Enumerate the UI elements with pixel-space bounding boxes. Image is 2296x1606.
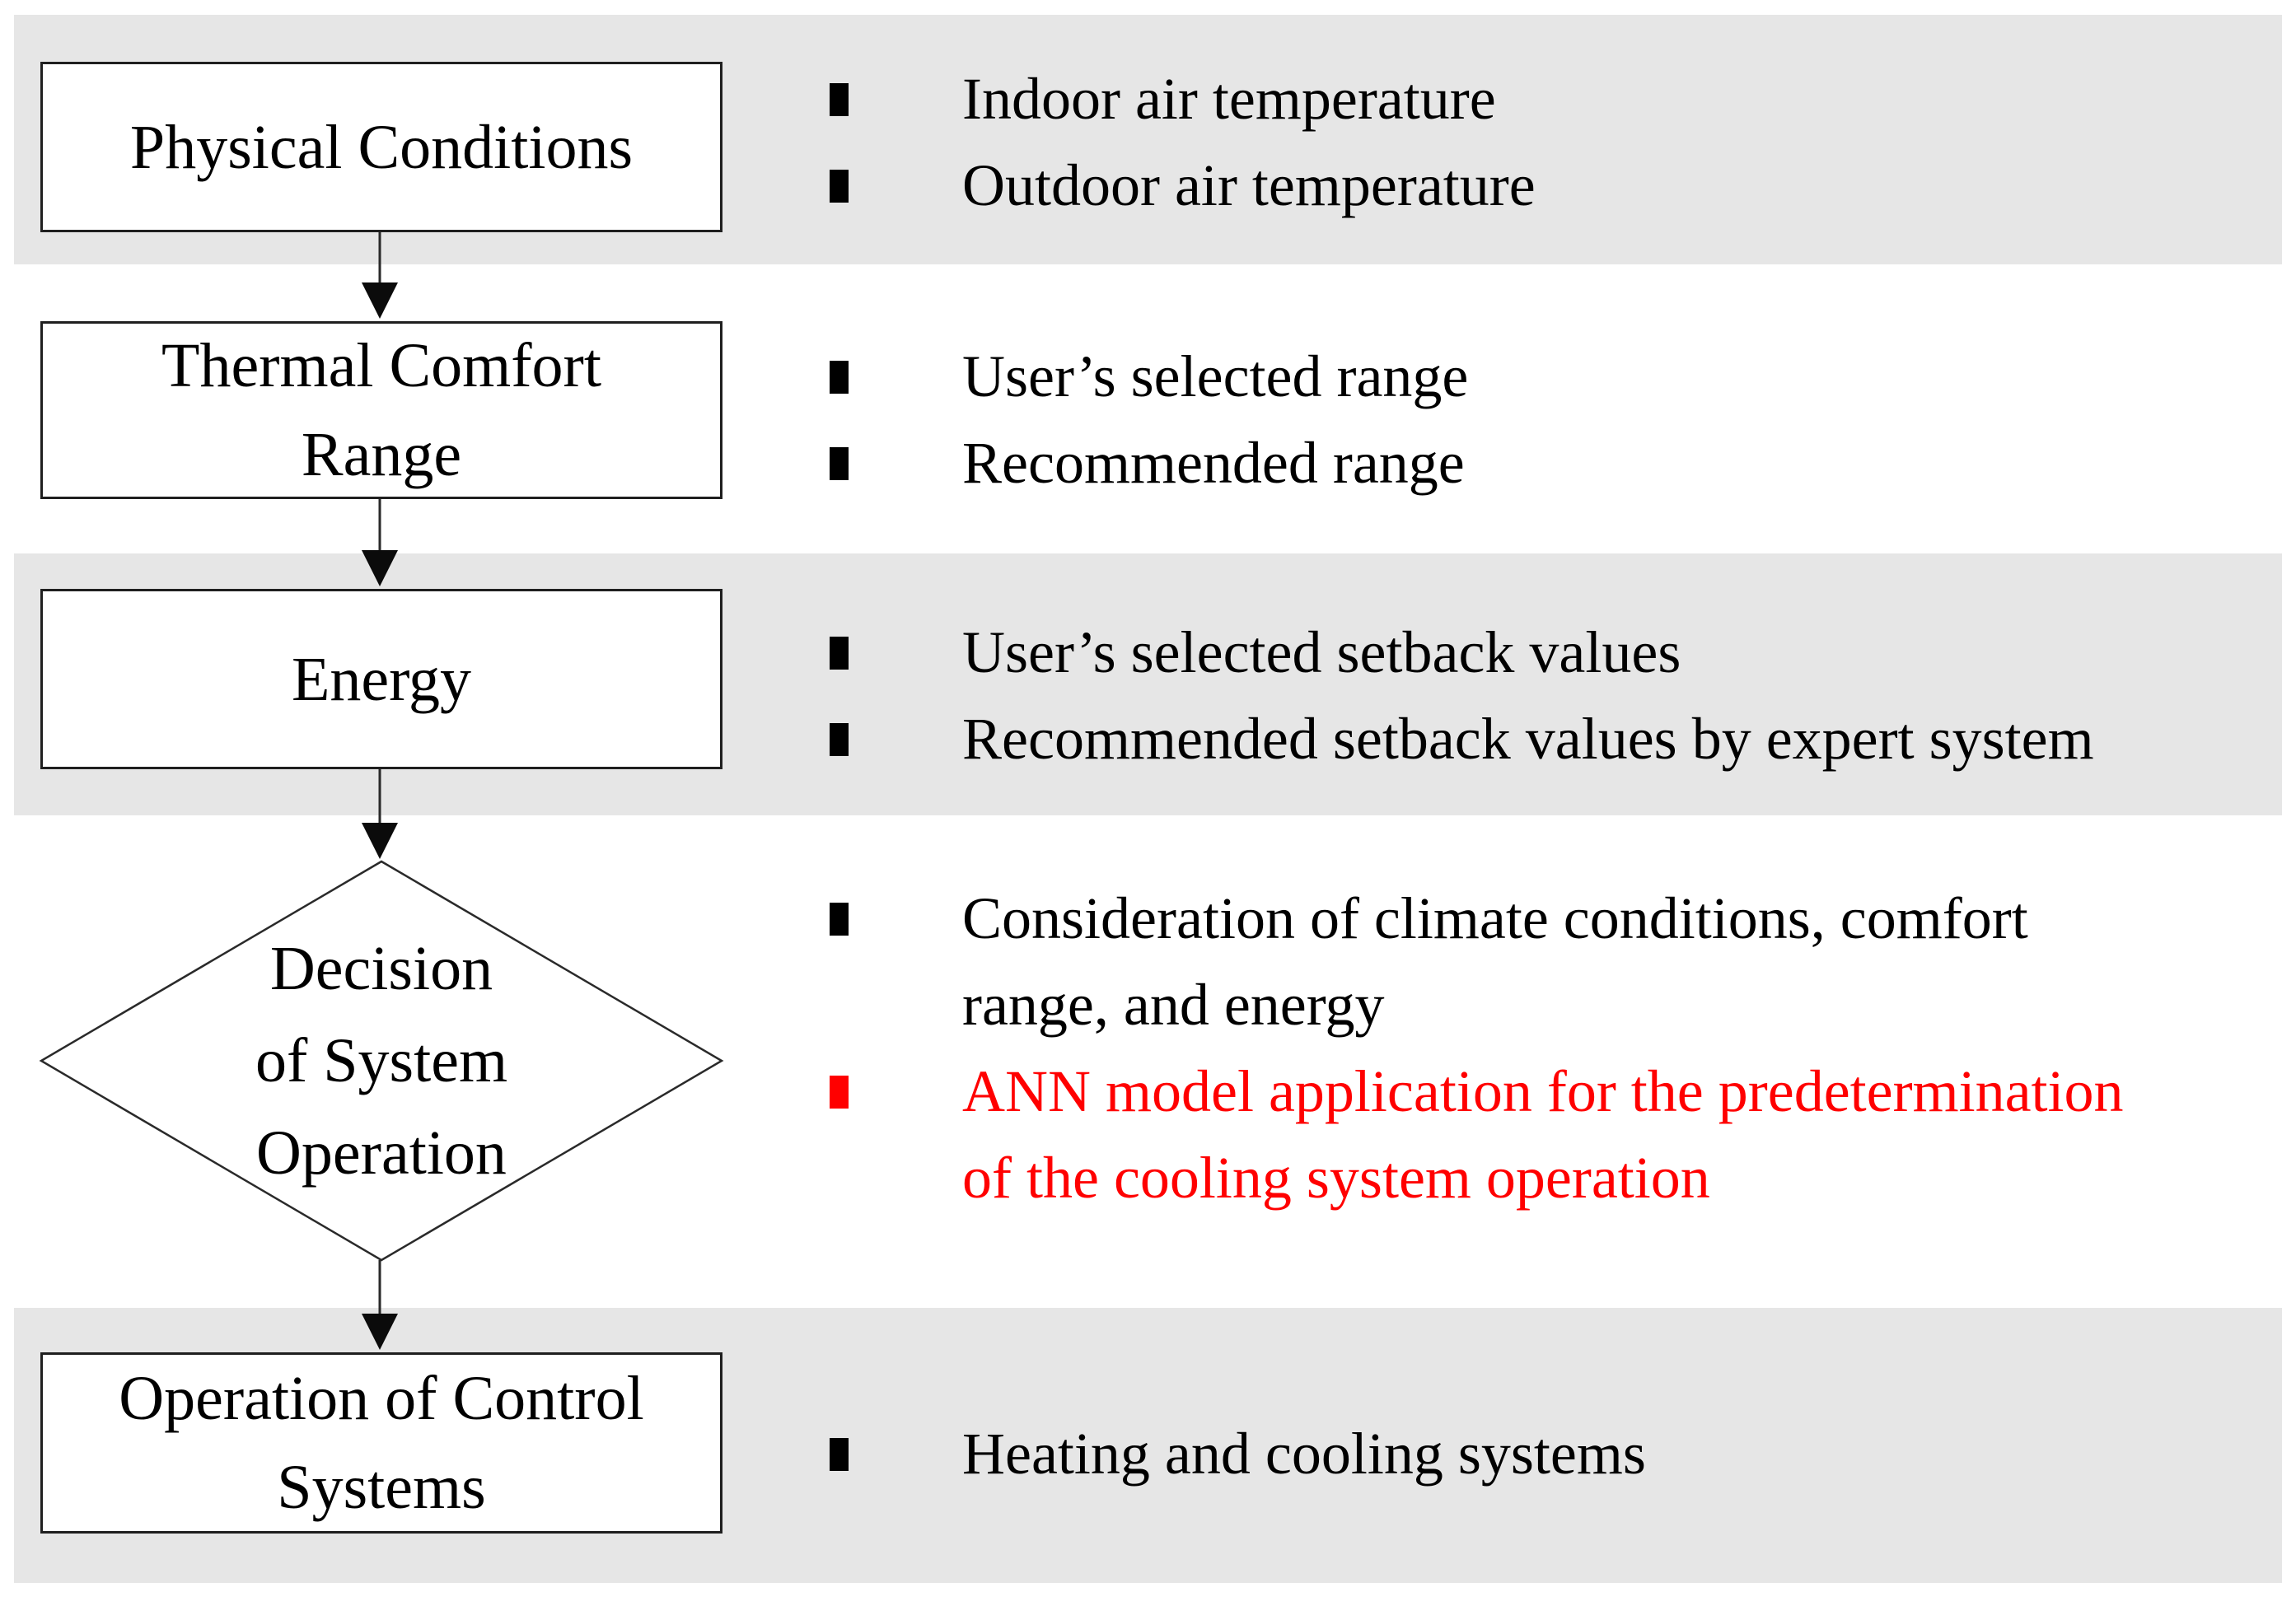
bullet-list-physical-conditions: Indoor air temperature Outdoor air tempe… bbox=[828, 56, 2245, 229]
list-item: Consideration of climate conditions, com… bbox=[828, 875, 2245, 962]
bullet-item-text: Outdoor air temperature bbox=[962, 152, 1536, 218]
square-bullet-icon bbox=[830, 903, 849, 936]
flow-node-label: Energy bbox=[291, 644, 472, 714]
list-item: User’s selected range bbox=[828, 334, 2245, 420]
list-item: Outdoor air temperature bbox=[828, 142, 2245, 229]
bullet-item-text: Indoor air temperature bbox=[962, 66, 1496, 132]
square-bullet-icon bbox=[830, 361, 849, 394]
list-item: Heating and cooling systems bbox=[828, 1411, 2245, 1497]
list-item: ANN model application for the predetermi… bbox=[828, 1048, 2245, 1135]
bullet-item-text: Recommended range bbox=[962, 430, 1465, 496]
square-bullet-icon bbox=[830, 1438, 849, 1471]
flow-node-label-line: of System bbox=[255, 1026, 508, 1095]
bullet-item-text: Heating and cooling systems bbox=[962, 1421, 1646, 1487]
bullet-list-decision: Consideration of climate conditions, com… bbox=[828, 875, 2245, 1221]
flow-node-physical-conditions: Physical Conditions bbox=[40, 62, 722, 232]
bullet-list-energy: User’s selected setback values Recommend… bbox=[828, 609, 2245, 782]
list-item-continuation: range, and energy bbox=[828, 962, 2245, 1048]
flow-node-energy: Energy bbox=[40, 589, 722, 769]
decision-diamond-shape bbox=[39, 860, 724, 1262]
bullet-item-text-red: of the cooling system operation bbox=[962, 1145, 1710, 1211]
bullet-item-text: range, and energy bbox=[962, 972, 1385, 1038]
list-item: User’s selected setback values bbox=[828, 609, 2245, 696]
arrowhead-icon-3 bbox=[362, 823, 398, 859]
bullet-item-text: Recommended setback values by expert sys… bbox=[962, 706, 2094, 772]
arrowhead-icon-2 bbox=[362, 550, 398, 586]
flow-node-label-line: Decision bbox=[269, 934, 493, 1003]
arrowhead-icon-4 bbox=[362, 1314, 398, 1350]
bullet-item-text: User’s selected setback values bbox=[962, 619, 1681, 685]
list-item: Recommended setback values by expert sys… bbox=[828, 696, 2245, 782]
square-bullet-icon bbox=[830, 170, 849, 203]
flow-node-label-line: Range bbox=[301, 420, 462, 489]
square-bullet-icon bbox=[830, 637, 849, 670]
bullet-item-text: User’s selected range bbox=[962, 343, 1469, 409]
bullet-list-thermal-comfort: User’s selected range Recommended range bbox=[828, 334, 2245, 507]
list-item-continuation: of the cooling system operation bbox=[828, 1135, 2245, 1221]
square-bullet-icon-red bbox=[830, 1076, 849, 1109]
flow-node-thermal-comfort-range: Thermal Comfort Range bbox=[40, 321, 722, 499]
list-item: Indoor air temperature bbox=[828, 56, 2245, 142]
flow-node-label: Physical Conditions bbox=[129, 112, 634, 182]
arrowhead-icon-1 bbox=[362, 282, 398, 319]
flow-node-label-line: Systems bbox=[277, 1453, 486, 1522]
flow-node-label-line: Thermal Comfort bbox=[161, 331, 601, 400]
bullet-item-text-red: ANN model application for the predetermi… bbox=[962, 1058, 2124, 1124]
bullet-list-operation: Heating and cooling systems bbox=[828, 1411, 2245, 1497]
bullet-item-text: Consideration of climate conditions, com… bbox=[962, 885, 2028, 951]
square-bullet-icon bbox=[830, 83, 849, 116]
square-bullet-icon bbox=[830, 723, 849, 756]
flow-node-label-line: Operation bbox=[256, 1118, 507, 1188]
flow-node-operation-of-control-systems: Operation of Control Systems bbox=[40, 1352, 722, 1534]
flow-node-label-line: Operation of Control bbox=[119, 1364, 644, 1433]
square-bullet-icon bbox=[830, 447, 849, 480]
flow-node-decision-label: Decision of System Operation bbox=[134, 922, 629, 1199]
list-item: Recommended range bbox=[828, 420, 2245, 507]
